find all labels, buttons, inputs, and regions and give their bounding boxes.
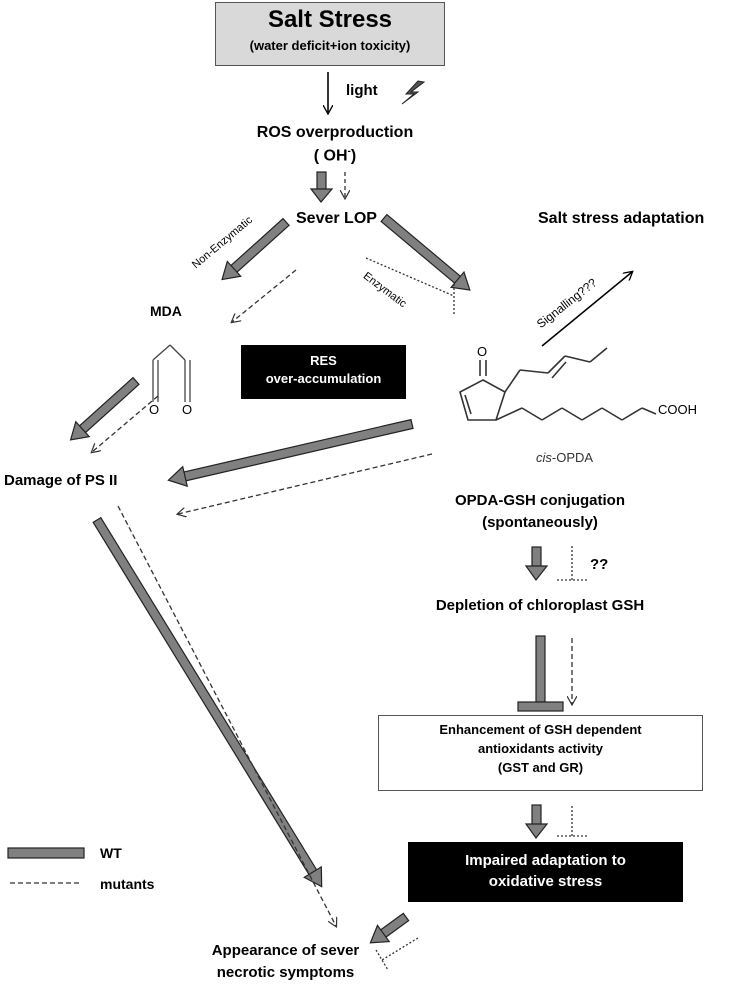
enh-line2: antioxidants activity xyxy=(478,741,603,756)
thick-arrow-conj-depletion xyxy=(524,546,549,582)
signalling-arrow xyxy=(541,272,632,347)
opda-cooh-label: COOH xyxy=(658,402,697,417)
dashed-arrow-lop-mda xyxy=(232,269,297,322)
conjugation-line2: (spontaneously) xyxy=(482,514,598,531)
thick-arrow-damage-appearance xyxy=(92,516,323,888)
thick-arrow-ros-lop xyxy=(309,171,334,203)
thick-arrow-enh-impaired xyxy=(524,804,549,840)
lightning-icon xyxy=(401,80,426,105)
appearance-line1: Appearance of sever xyxy=(211,942,360,959)
depletion-label: Depletion of chloroplast GSH xyxy=(435,597,645,614)
opda-structure xyxy=(459,347,657,421)
thick-arrow-lop-opda xyxy=(380,213,471,291)
thick-arrow-lop-mda xyxy=(221,217,290,281)
enh-line1: Enhancement of GSH dependent xyxy=(439,722,642,737)
light-label: light xyxy=(346,82,378,99)
mda-structure xyxy=(152,344,191,402)
impaired-adaptation-box: Impaired adaptation to oxidative stress xyxy=(408,842,683,902)
thick-arrow-impaired-appearance xyxy=(369,912,410,944)
ros-overproduction-label: ROS overproduction xyxy=(256,124,414,141)
salt-stress-box xyxy=(215,2,445,66)
question-label: ?? xyxy=(590,556,609,573)
legend-mutants-label: mutants xyxy=(100,876,155,892)
dashed-arrow-opda-damage xyxy=(178,453,433,514)
mda-oxygen-2: O xyxy=(182,402,193,417)
dotted-blocked-impaired-appearance xyxy=(381,937,419,961)
legend-wt-symbol xyxy=(7,847,85,859)
thick-arrow-mda-damage xyxy=(69,376,140,441)
thick-inhibition-depletion-enh xyxy=(517,635,564,712)
damage-psii-label: Damage of PS II xyxy=(4,472,118,489)
oh-label: ( OH-) xyxy=(313,146,357,165)
cis-opda-label: cis-OPDA xyxy=(536,450,594,465)
res-line2: over-accumulation xyxy=(265,371,382,386)
salt-stress-adaptation-label: Salt stress adaptation xyxy=(538,210,705,227)
enhancement-box: Enhancement of GSH dependent antioxidant… xyxy=(378,715,703,791)
res-box: RES over-accumulation xyxy=(241,345,406,399)
impaired-line2: oxidative stress xyxy=(488,873,603,890)
thick-arrow-opda-damage xyxy=(167,418,414,488)
impaired-line1: Impaired adaptation to xyxy=(465,852,626,869)
sever-lop-label: Sever LOP xyxy=(296,210,377,227)
legend-wt-label: WT xyxy=(100,845,122,861)
opda-oxygen: O xyxy=(477,344,488,359)
mda-oxygen-1: O xyxy=(149,402,160,417)
enh-line3: (GST and GR) xyxy=(497,760,584,775)
salt-stress-subtitle: (water deficit+ion toxicity) xyxy=(249,38,411,53)
mda-label: MDA xyxy=(150,303,182,319)
conjugation-line1: OPDA-GSH conjugation xyxy=(455,492,625,509)
salt-stress-title: Salt Stress xyxy=(267,6,393,33)
dashed-arrow-mda-damage xyxy=(92,395,159,452)
appearance-line2: necrotic symptoms xyxy=(216,964,355,981)
res-line1: RES xyxy=(310,353,337,368)
dashed-arrow-damage-appearance xyxy=(117,505,336,926)
